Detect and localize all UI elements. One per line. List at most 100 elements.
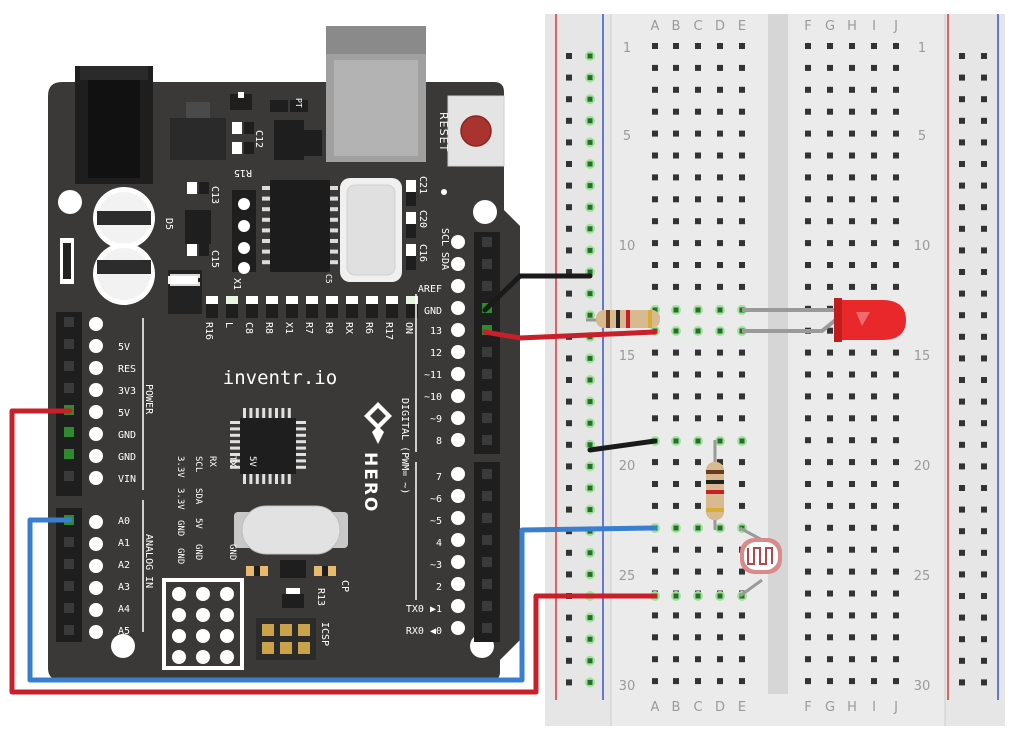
silk-label: 3.3V xyxy=(175,456,185,478)
breadboard-hole xyxy=(893,524,899,531)
breadboard-hole xyxy=(695,283,701,290)
breadboard-hole xyxy=(717,393,723,400)
breadboard-hole xyxy=(717,108,723,115)
rail-hole xyxy=(959,485,965,491)
breadboard-hole xyxy=(695,240,701,247)
breadboard-hole xyxy=(893,262,899,268)
breadboard-hole xyxy=(739,568,745,575)
silk-label: ICSP xyxy=(319,622,330,646)
col-letter-bottom: D xyxy=(715,700,725,715)
wire-pin13-red xyxy=(482,329,658,341)
breadboard-hole xyxy=(849,152,855,159)
rail-hole xyxy=(566,74,572,81)
breadboard-hole xyxy=(673,481,679,487)
row-number-right: 15 xyxy=(914,349,931,364)
breadboard-hole xyxy=(652,656,658,663)
reset-button[interactable] xyxy=(447,95,505,167)
rail-hole xyxy=(566,549,572,556)
pin-label: A3 xyxy=(118,582,130,593)
header-socket xyxy=(482,369,492,379)
breadboard-hole xyxy=(717,64,723,71)
silk-label: GND xyxy=(227,544,237,560)
header-socket xyxy=(64,317,74,327)
header-socket xyxy=(482,601,492,611)
rail-hole xyxy=(959,182,965,189)
breadboard-hole xyxy=(849,240,855,247)
pin-pad xyxy=(451,577,465,591)
pin-label: ~5 xyxy=(430,516,442,527)
breadboard-hole xyxy=(717,546,723,553)
silk-label: D5 xyxy=(163,218,174,230)
rail-hole xyxy=(959,420,965,427)
connected-hole-core xyxy=(587,399,593,405)
breadboard-hole xyxy=(739,656,745,663)
header-pin xyxy=(196,650,210,664)
header-socket xyxy=(64,625,74,635)
pin-label: A2 xyxy=(118,560,130,571)
breadboard-hole xyxy=(695,656,701,663)
breadboard-hole xyxy=(695,502,701,509)
rail-hole xyxy=(959,398,965,405)
breadboard-hole xyxy=(695,634,701,641)
silk-label: R17 xyxy=(383,322,394,340)
breadboard-hole xyxy=(871,634,877,641)
silk-label: L xyxy=(223,322,234,328)
breadboard-hole xyxy=(805,437,811,444)
col-letter-bottom: I xyxy=(872,700,876,715)
breadboard-hole xyxy=(805,393,811,400)
silk-label: 5V xyxy=(193,518,203,529)
silk-label: C21 xyxy=(417,176,428,194)
breadboard-hole xyxy=(805,546,811,553)
pin-label: 7 xyxy=(436,472,442,483)
header-socket xyxy=(482,281,492,291)
icsp-pin xyxy=(280,624,292,636)
pin-label: A4 xyxy=(118,604,130,615)
breadboard-hole xyxy=(652,371,658,378)
rail-hole xyxy=(566,463,572,470)
rail-hole xyxy=(981,182,987,189)
breadboard-hole xyxy=(717,43,723,49)
breadboard-hole xyxy=(717,283,723,290)
breadboard-hole xyxy=(827,130,833,137)
breadboard-hole xyxy=(849,130,855,137)
breadboard-hole xyxy=(652,43,658,49)
header-socket xyxy=(482,413,492,423)
breadboard-hole xyxy=(827,678,833,685)
breadboard-hole xyxy=(893,43,899,49)
rail-hole xyxy=(566,506,572,513)
breadboard-hole xyxy=(673,108,679,115)
breadboard-hole xyxy=(695,678,701,685)
breadboard-hole xyxy=(739,43,745,49)
pin-pad xyxy=(451,257,465,271)
connected-hole-core xyxy=(587,96,593,102)
pin-pad xyxy=(451,599,465,613)
breadboard-hole xyxy=(695,64,701,71)
breadboard-hole xyxy=(695,262,701,268)
col-letter-top: E xyxy=(738,19,746,34)
col-letter-bottom: C xyxy=(693,700,702,715)
breadboard-hole xyxy=(893,656,899,663)
breadboard-hole xyxy=(805,612,811,619)
breadboard-hole xyxy=(849,43,855,49)
rail-hole xyxy=(981,528,987,535)
pin-pad xyxy=(451,489,465,503)
wire-a0-blue xyxy=(27,517,658,683)
breadboard-hole xyxy=(652,283,658,290)
row-number-right: 5 xyxy=(918,129,926,144)
header-socket xyxy=(64,339,74,349)
rail-hole xyxy=(981,593,987,599)
pin-pad xyxy=(451,411,465,425)
silk-label: RX xyxy=(207,456,217,467)
pin-label: 12 xyxy=(430,348,442,359)
breadboard-hole xyxy=(827,568,833,575)
rail-hole xyxy=(566,312,572,319)
rail-hole xyxy=(981,355,987,362)
rail-hole xyxy=(959,571,965,578)
connected-hole-core xyxy=(587,485,593,491)
main-crystal xyxy=(234,505,348,555)
breadboard-hole xyxy=(827,349,833,356)
pin-label: TX0 ▶1 xyxy=(406,604,442,615)
header-socket xyxy=(482,491,492,501)
pin-label: AREF xyxy=(418,284,442,295)
